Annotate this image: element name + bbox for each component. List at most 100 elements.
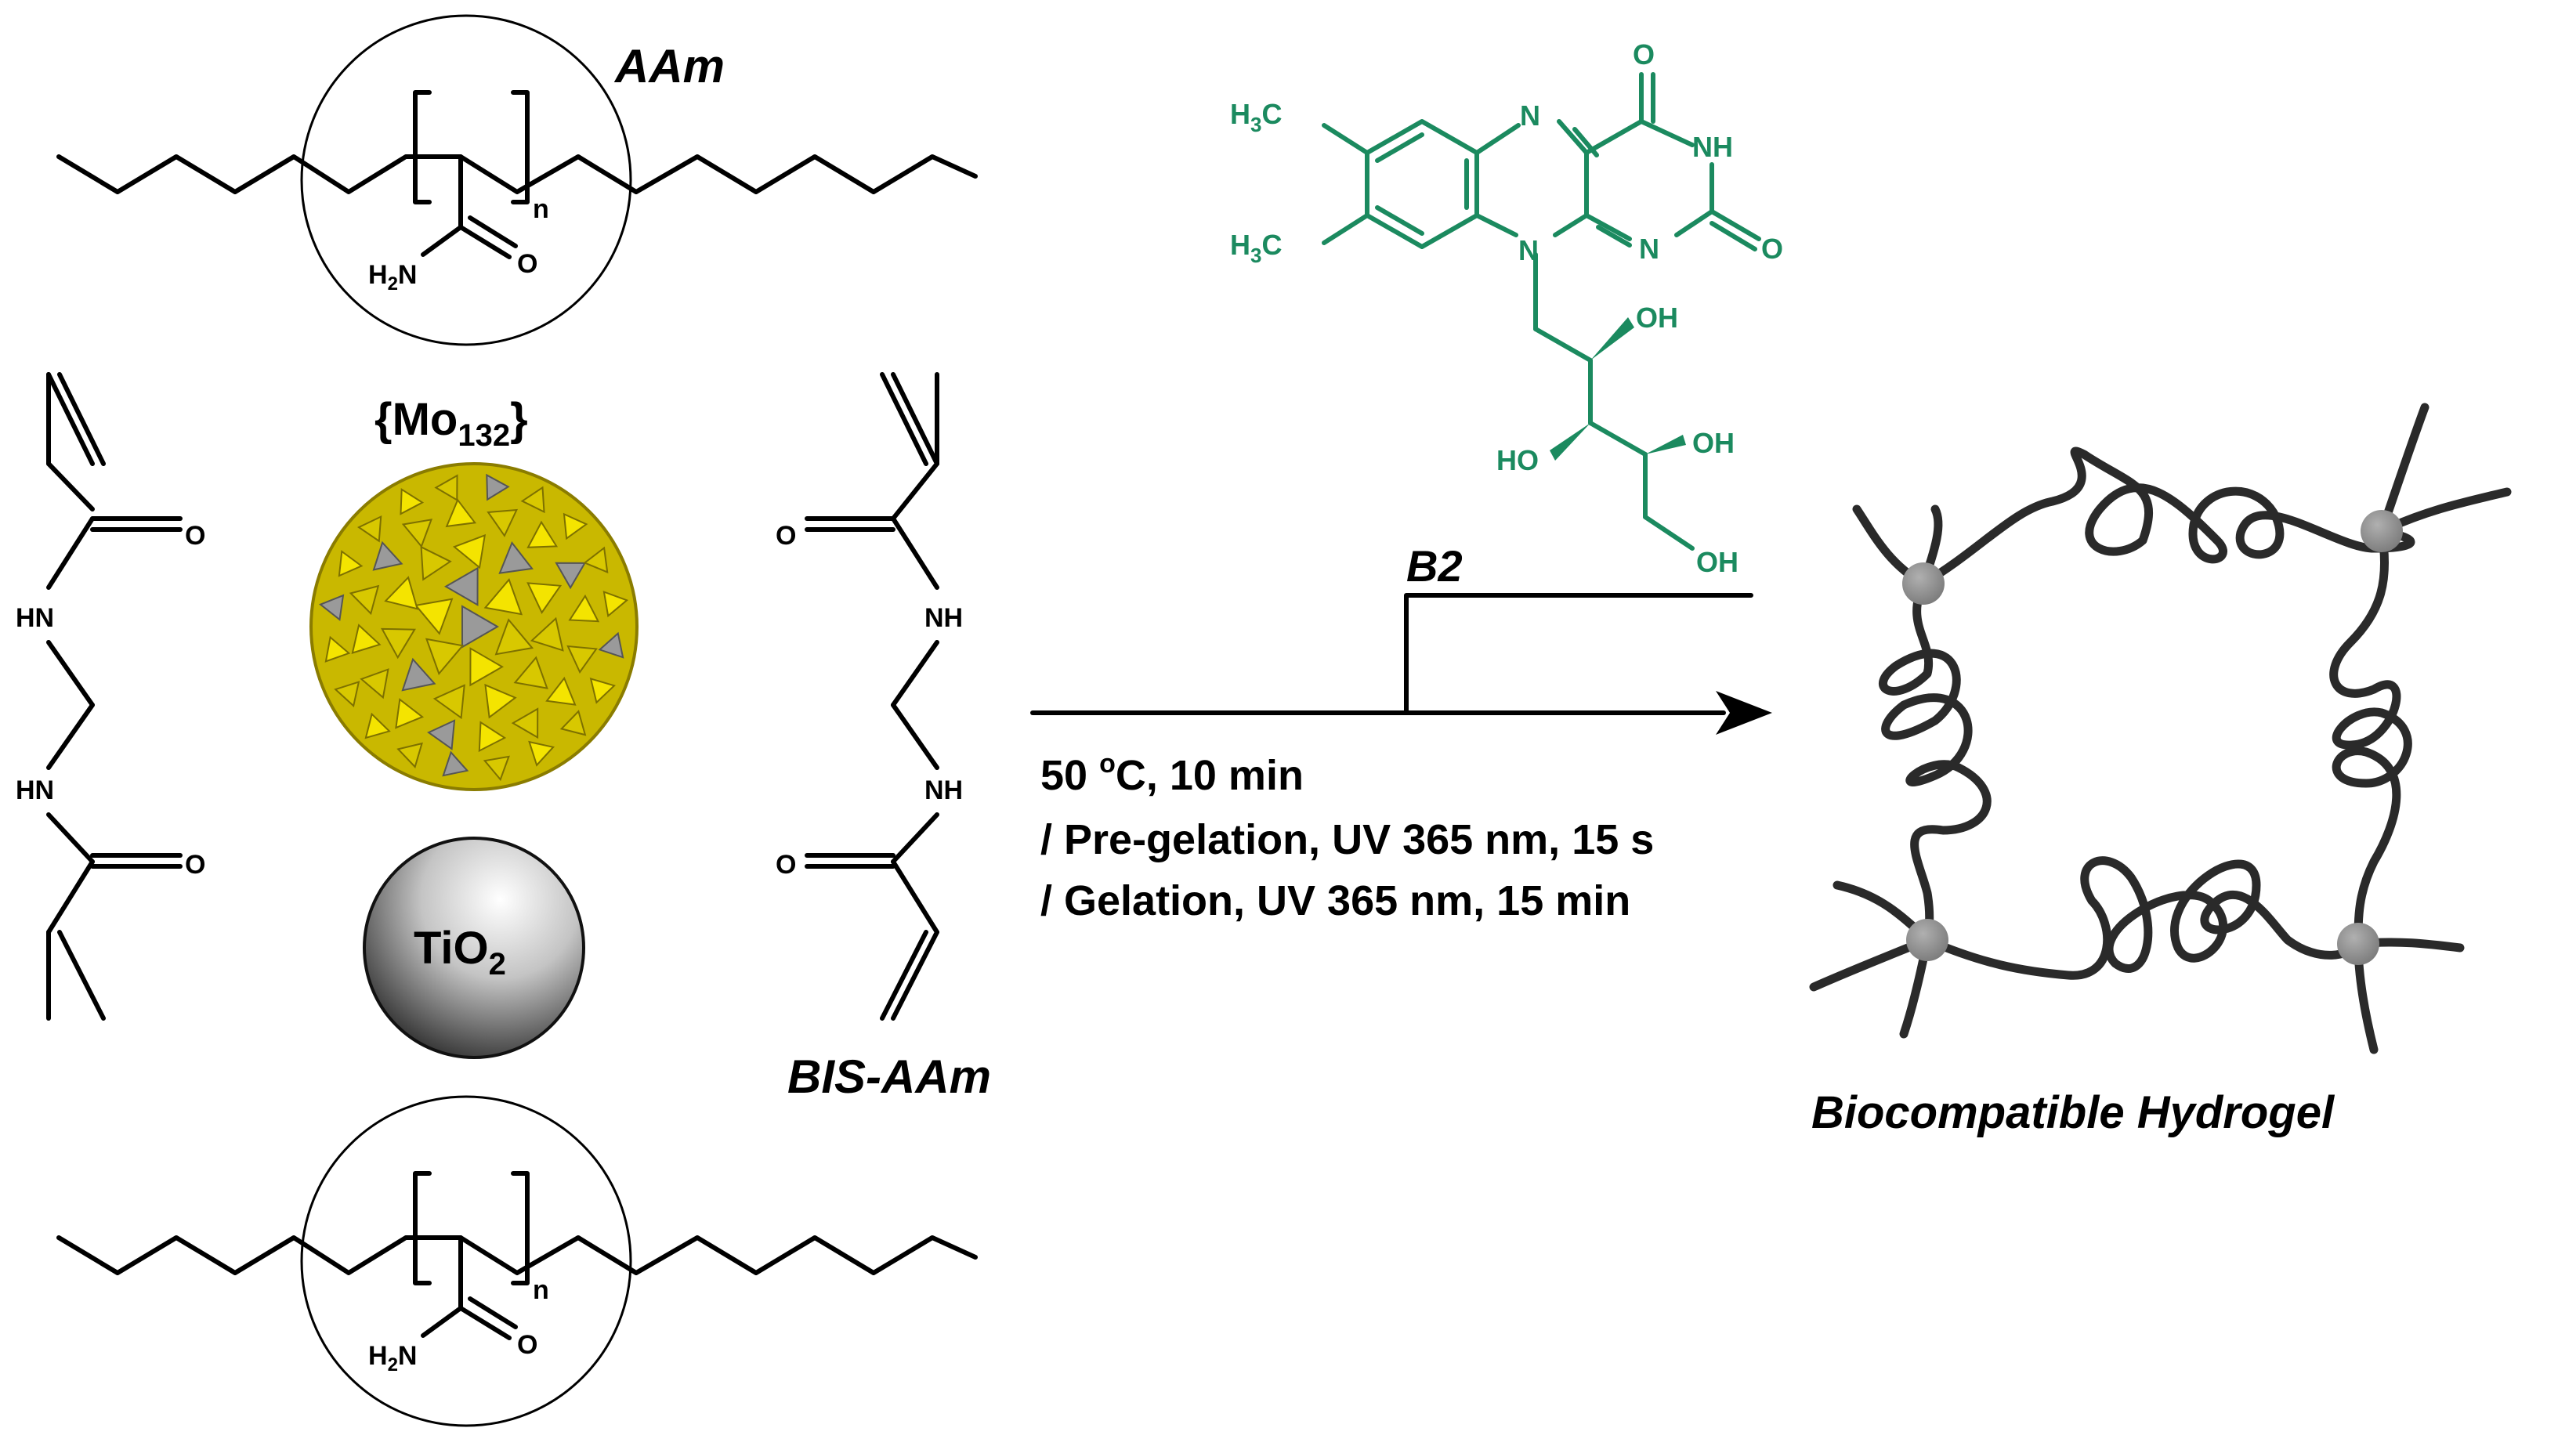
polyacrylamide-top: n O H2N	[56, 14, 978, 346]
atom-nh: NH	[924, 603, 963, 633]
polyhedron-facet	[478, 721, 507, 753]
polyhedron-facet	[452, 533, 487, 569]
polyhedron-facet	[526, 582, 563, 614]
polyhedron-facet	[598, 631, 624, 659]
polyhedron-facet	[384, 576, 419, 610]
polyhedron-facet	[526, 520, 559, 548]
atom-o: O	[1761, 233, 1783, 265]
amine-nh2-bottom: H2N	[368, 1341, 417, 1376]
bis-aam-label: BIS-AAm	[787, 1050, 991, 1103]
polyhedron-facet	[530, 616, 564, 652]
polyhedron-facet	[360, 668, 389, 700]
polyhedron-facet	[349, 584, 380, 616]
polyhedron-facet	[319, 594, 345, 621]
polyhedron-facet	[483, 578, 523, 616]
polyhedron-facet	[401, 657, 436, 692]
polyhedron-facet	[484, 683, 517, 719]
polyhedron-facet	[401, 519, 433, 548]
polyhedron-facet	[445, 498, 477, 528]
repeat-n-bottom: n	[533, 1275, 549, 1305]
polyhedron-facet	[434, 474, 458, 502]
polyhedron-facet	[364, 712, 391, 739]
polyhedron-facet	[498, 541, 534, 574]
polyhedron-facet	[520, 486, 545, 514]
polyhedron-facet	[357, 515, 382, 543]
polyhedron-facet	[427, 719, 456, 750]
atom-o: O	[517, 249, 537, 279]
repeat-n-top: n	[533, 194, 549, 224]
condition-line-3: / Gelation, UV 365 nm, 15 min	[1040, 877, 1630, 924]
polyhedron-facet	[425, 638, 465, 675]
polyhedron-facet	[442, 750, 469, 777]
atom-n: N	[1639, 233, 1659, 265]
atom-hn: HN	[16, 603, 54, 633]
bis-aam-right: O NH NH O	[776, 372, 963, 1021]
bis-aam-left: O HN HN O	[16, 372, 205, 1021]
polyhedron-facet	[486, 473, 510, 501]
atom-nh: NH	[924, 775, 963, 805]
polyhedron-facet	[513, 656, 548, 689]
crosslink-node	[2337, 923, 2379, 965]
polyhedron-facet	[400, 488, 425, 515]
tio2-label: TiO2	[414, 923, 506, 981]
hydrogel-network	[1809, 403, 2512, 1054]
polyhedron-facet	[351, 624, 382, 654]
polyhedron-facet	[511, 707, 539, 739]
polyhedron-facet	[568, 594, 600, 623]
atom-o: O	[1633, 38, 1655, 70]
atom-o: O	[185, 521, 205, 551]
polyhedron-facet	[555, 562, 587, 590]
polyhedron-facet	[559, 710, 587, 736]
atom-n: N	[1520, 99, 1540, 132]
polyhedron-facet	[494, 618, 534, 656]
reaction-arrow	[1030, 593, 1772, 735]
condition-line-1: 50 oC, 10 min	[1040, 749, 1304, 799]
polyhedron-facet	[461, 605, 499, 649]
polyhedron-facet	[372, 540, 403, 571]
polyhedron-facet	[545, 676, 577, 706]
crosslink-node	[1906, 919, 1948, 961]
atom-nh: NH	[1692, 131, 1733, 163]
polyhedron-facet	[563, 512, 588, 540]
polyhedron-facet	[432, 684, 465, 720]
mo132-label: {Mo132}	[374, 394, 528, 453]
methyl-h3c: H3C	[1230, 98, 1282, 136]
polyacrylamide-bottom: n O H2N	[56, 1095, 978, 1427]
atom-o: O	[776, 850, 796, 880]
polyhedron-facet	[338, 550, 364, 577]
amine-nh2-top: H2N	[368, 260, 417, 295]
polyhedron-facet	[528, 740, 555, 767]
atom-hn: HN	[16, 775, 54, 805]
polyhedron-facet	[583, 546, 609, 573]
polyhedron-facet	[396, 742, 423, 768]
riboflavin-structure: H3C H3C N O NH O N N OH HO OH OH	[1230, 38, 1783, 578]
polyhedron-facet	[324, 635, 351, 663]
polyhedron-facet	[443, 566, 479, 606]
atom-o: O	[185, 850, 205, 880]
atom-ho: HO	[1496, 444, 1539, 476]
polyhedron-facet	[395, 698, 425, 729]
crosslink-node	[2361, 510, 2403, 552]
condition-line-2: / Pre-gelation, UV 365 nm, 15 s	[1040, 816, 1654, 863]
atom-oh: OH	[1692, 427, 1735, 459]
tio2-sphere: TiO2	[363, 837, 585, 1059]
mo132-cluster	[309, 462, 639, 791]
atom-o: O	[517, 1330, 537, 1360]
atom-oh: OH	[1696, 546, 1738, 578]
methyl-h3c: H3C	[1230, 229, 1282, 267]
product-label: Biocompatible Hydrogel	[1811, 1087, 2335, 1138]
atom-n: N	[1518, 234, 1539, 266]
polyhedron-facet	[487, 508, 519, 537]
atom-o: O	[776, 521, 796, 551]
polyhedron-facet	[380, 627, 416, 660]
polyhedron-facet	[566, 645, 598, 674]
polyhedron-facet	[414, 598, 454, 635]
polyhedron-facet	[334, 681, 360, 708]
atom-oh: OH	[1636, 302, 1678, 334]
polyhedron-facet	[589, 678, 616, 704]
polyhedron-facet	[420, 545, 452, 581]
polyhedron-facet	[483, 755, 510, 782]
crosslink-node	[1902, 562, 1945, 605]
b2-label: B2	[1406, 541, 1463, 591]
